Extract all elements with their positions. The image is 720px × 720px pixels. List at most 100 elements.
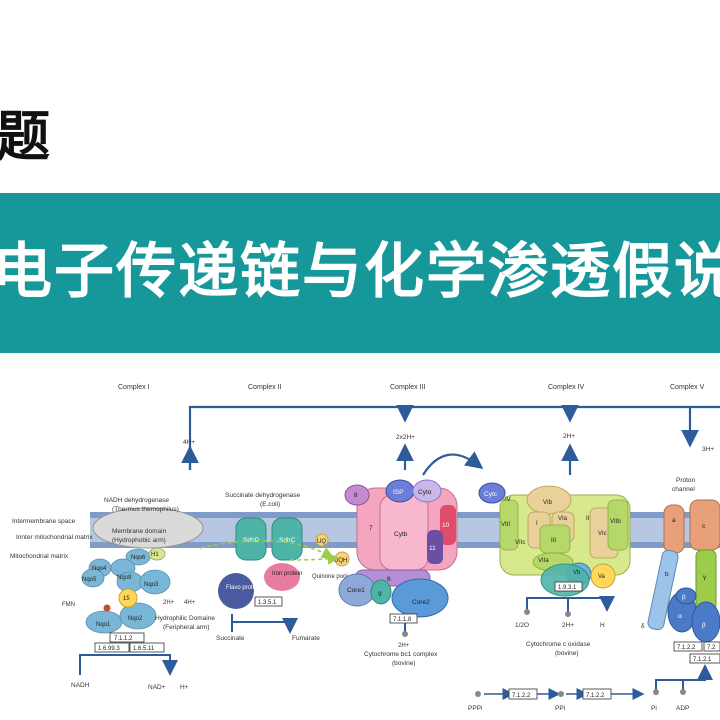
ec-number: 7.1.2.2 xyxy=(512,693,531,699)
complex4-name: Cytochrome c oxidase xyxy=(526,641,591,648)
ppi-label: PPi xyxy=(555,705,565,712)
subunit xyxy=(499,499,519,551)
subunit-label: 7 xyxy=(369,525,373,532)
iron-unit xyxy=(264,563,300,591)
pi-label: Pi xyxy=(651,705,657,712)
subunit-label: a xyxy=(672,517,676,524)
subunit-b xyxy=(647,549,679,631)
subunit-label: VIc xyxy=(598,531,607,537)
complex3-organism: (bovine) xyxy=(392,660,415,667)
title-banner: 电子传递链与化学渗透假说 xyxy=(0,193,720,353)
complex3-hin: 2H+ xyxy=(398,643,410,649)
banner-title: 电子传递链与化学渗透假说 xyxy=(0,237,720,307)
bottom-reaction-row: 7.1.2.2 7.1.2.2 PPPi PPi xyxy=(468,688,645,712)
complex-header: Complex I xyxy=(118,384,150,391)
side-label: Mitochondrial matrix xyxy=(10,553,69,560)
subunit-label: γ xyxy=(703,574,707,581)
ec-number: 7.1.2.2 xyxy=(677,645,696,651)
subunit-label: 15 xyxy=(123,596,130,602)
complex2-organism: (E.coli) xyxy=(260,501,280,508)
complex-header: Complex IV xyxy=(548,384,585,391)
ec-number: 7.1.1.8 xyxy=(393,617,412,623)
membrane-domain-sub: (Hydrophobic arm) xyxy=(112,537,166,544)
subunit xyxy=(139,569,171,595)
subunit-label: I xyxy=(536,521,538,527)
ec-number: 7.1.2.2 xyxy=(586,693,605,699)
subunit-label: 11 xyxy=(429,545,436,552)
complex1-h4: 4H+ xyxy=(184,600,196,606)
subunit-label: Nqo9 xyxy=(117,575,132,581)
subunit-label: Nqo4 xyxy=(92,566,107,572)
complex3-pump: 2x2H+ xyxy=(396,434,415,441)
complex-iv: 2H+ IV VIb VIII I VIa II VIc VIIb III V xyxy=(499,433,631,657)
complex-header: Complex V xyxy=(670,384,705,391)
subunit xyxy=(81,568,105,588)
complex-ii: Succinate dehydrogenase (E.coli) SdhD Sd… xyxy=(199,492,350,642)
subunit-label: H1 xyxy=(151,552,159,558)
hydrophilic-label: Hydrophilic Domaine xyxy=(155,615,215,622)
iron-label: Iron protein xyxy=(272,571,302,577)
ec-number: 1.3.5.1 xyxy=(258,600,277,606)
ec-number: 1.6.99.3 xyxy=(98,646,120,652)
sdhd-unit xyxy=(235,517,267,561)
proton-flow-lines xyxy=(181,405,720,476)
complex-iii: 2x2H+ 8 ISP Cytα 7 Cytb 10 11 6 Core1 9 … xyxy=(338,434,458,667)
water-label: H xyxy=(600,622,605,629)
subunit-label: IV xyxy=(505,497,511,503)
complex5-pump: 3H+ xyxy=(702,446,714,453)
subunit-label: VIIc xyxy=(515,540,525,546)
core2-unit xyxy=(391,578,449,618)
subunit-label: Nqo2 xyxy=(128,616,143,622)
subunit-label: Cytb xyxy=(394,531,408,538)
side-label: Intermembrane space xyxy=(12,518,76,525)
nad-label: NAD+ xyxy=(148,684,166,691)
slide-title-fragment: 题 xyxy=(0,105,52,168)
subunit-label: b xyxy=(665,571,669,578)
flavo-unit xyxy=(218,573,254,609)
complex-v: 3H+ Proton channel a c b γ α β β δ 7.1.2… xyxy=(641,446,720,712)
ec-number: 7.1.2.1 xyxy=(693,657,712,663)
pppi-label: PPPi xyxy=(468,705,482,712)
subunit-label: 10 xyxy=(442,522,450,529)
subunit-label: Nqo6 xyxy=(131,555,146,561)
complex4-pump: 2H+ xyxy=(563,433,575,440)
complex1-pump: 4H+ xyxy=(183,439,195,446)
ec-number: 7.2 xyxy=(707,645,716,651)
subunit-label: II xyxy=(586,516,590,522)
subunit-label: III xyxy=(551,538,556,544)
membrane-domain-label: Membrane domain xyxy=(112,528,167,535)
subunit-beta xyxy=(675,587,697,605)
subunit xyxy=(148,547,166,561)
subunit-label: Va xyxy=(598,574,606,580)
sdhc-unit xyxy=(271,517,303,561)
complex1-name: NADH dehydrogenase xyxy=(104,497,169,504)
complex-i: NADH dehydrogenase (Thermus themophilus)… xyxy=(62,439,215,691)
uqh2-label: UQH xyxy=(334,558,347,564)
hydrophilic-sub: (Feripheral arm) xyxy=(163,624,210,631)
uq-molecule xyxy=(315,533,329,547)
cyta-unit xyxy=(412,479,442,503)
complex1-h2: 2H+ xyxy=(163,600,175,606)
subunit-beta xyxy=(691,601,720,643)
subunit-label: 6 xyxy=(387,576,391,583)
subunit-label: 8 xyxy=(354,492,358,499)
complex1-organism: (Thermus themophilus) xyxy=(112,506,179,513)
subunit-label: α xyxy=(678,613,682,620)
electron-transport-chain-diagram: Complex I Complex II Complex III Complex… xyxy=(10,384,720,712)
hplus-label: H+ xyxy=(180,684,189,691)
subunit-label: VIII xyxy=(501,522,510,528)
subunit xyxy=(119,602,157,630)
complex4-organism: (bovine) xyxy=(555,650,578,657)
subunit-label: VIa xyxy=(558,516,568,522)
subunit xyxy=(590,563,616,589)
ec-number: 1.6.5.11 xyxy=(133,646,155,652)
unit-9 xyxy=(370,579,392,605)
unit-11 xyxy=(427,530,443,564)
subunit-label: VIIb xyxy=(610,519,621,525)
fmn-dot xyxy=(103,604,111,612)
complex4-hin: 2H+ xyxy=(562,622,574,629)
complex2-name: Succinate dehydrogenase xyxy=(225,492,301,499)
subunit-label: Core2 xyxy=(412,599,430,606)
proton-label: Proton xyxy=(676,477,696,484)
subunit-label: δ xyxy=(641,623,645,630)
